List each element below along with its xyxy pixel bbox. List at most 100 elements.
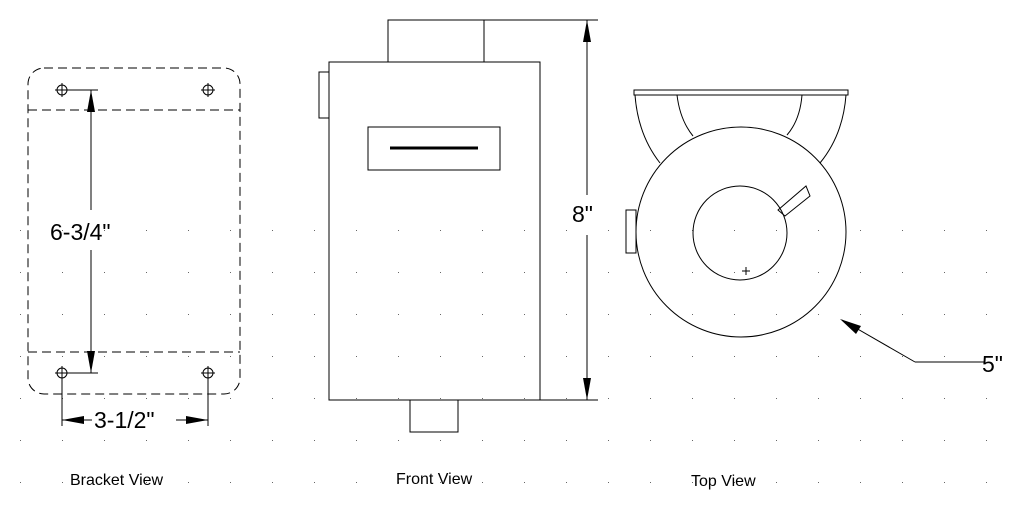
grid-dot [944, 440, 945, 441]
grid-dot [314, 440, 315, 441]
grid-dots [20, 230, 987, 483]
grid-dot [734, 314, 735, 315]
grid-dot [860, 440, 861, 441]
grid-dot [62, 272, 63, 273]
bracket-arc-left [634, 94, 661, 164]
top-view: 5" Top View [625, 89, 1003, 490]
grid-dot [776, 440, 777, 441]
grid-dot [272, 482, 273, 483]
grid-dot [608, 314, 609, 315]
grid-dot [398, 482, 399, 483]
grid-dot [818, 314, 819, 315]
grid-dot [860, 398, 861, 399]
height-dimension [62, 89, 98, 374]
grid-dot [776, 272, 777, 273]
grid-dot [734, 272, 735, 273]
grid-dot [566, 230, 567, 231]
grid-dot [776, 230, 777, 231]
grid-dot [146, 482, 147, 483]
grid-dot [692, 398, 693, 399]
grid-dot [608, 482, 609, 483]
grid-dot [314, 356, 315, 357]
grid-dot [482, 272, 483, 273]
grid-dot [146, 230, 147, 231]
grid-dot [860, 356, 861, 357]
grid-dot [188, 230, 189, 231]
grid-dot [398, 398, 399, 399]
grid-dot [356, 230, 357, 231]
grid-dot [482, 440, 483, 441]
display-slot [367, 126, 501, 171]
grid-dot [356, 272, 357, 273]
port-key [777, 185, 811, 217]
diameter-leader [840, 319, 985, 363]
front-height-label: 8" [572, 201, 593, 227]
grid-dot [146, 356, 147, 357]
grid-dot [188, 398, 189, 399]
grid-dot [608, 230, 609, 231]
grid-dot [188, 356, 189, 357]
grid-dot [272, 230, 273, 231]
grid-dot [230, 272, 231, 273]
bracket-arc-inner-right [786, 94, 803, 136]
grid-dot [986, 482, 987, 483]
grid-dot [230, 356, 231, 357]
inner-port-circle [692, 185, 788, 281]
grid-dot [566, 482, 567, 483]
grid-dot [608, 356, 609, 357]
housing-body [328, 61, 541, 401]
grid-dot [776, 356, 777, 357]
grid-dot [902, 398, 903, 399]
grid-dot [104, 272, 105, 273]
grid-dot [482, 356, 483, 357]
grid-dot [818, 230, 819, 231]
grid-dot [776, 314, 777, 315]
grid-dot [944, 356, 945, 357]
grid-dot [818, 356, 819, 357]
grid-dot [566, 272, 567, 273]
grid-dot [104, 314, 105, 315]
grid-dot [860, 230, 861, 231]
grid-dot [314, 314, 315, 315]
grid-dot [986, 230, 987, 231]
grid-dot [356, 482, 357, 483]
grid-dot [860, 272, 861, 273]
grid-dot [692, 272, 693, 273]
grid-dot [440, 230, 441, 231]
grid-dot [20, 230, 21, 231]
grid-dot [734, 482, 735, 483]
bottom-fitting [409, 399, 459, 433]
grid-dot [440, 314, 441, 315]
bracket-view-label: Bracket View [70, 472, 164, 489]
grid-dot [650, 272, 651, 273]
grid-dot [272, 398, 273, 399]
grid-dot [986, 440, 987, 441]
grid-dot [650, 314, 651, 315]
grid-dot [650, 440, 651, 441]
grid-dot [356, 356, 357, 357]
grid-dot [692, 356, 693, 357]
grid-dot [146, 398, 147, 399]
width-dimension [61, 373, 209, 426]
grid-dot [440, 272, 441, 273]
grid-dot [524, 230, 525, 231]
grid-dot [776, 398, 777, 399]
bracket-arc-inner-left [676, 94, 694, 137]
grid-dot [272, 440, 273, 441]
grid-dot [986, 356, 987, 357]
height-dimension [484, 19, 598, 401]
side-tab [625, 209, 637, 254]
grid-dot [104, 482, 105, 483]
grid-dot [944, 314, 945, 315]
grid-dot [818, 482, 819, 483]
grid-dot [482, 314, 483, 315]
top-view-label: Top View [691, 473, 756, 490]
grid-dot [650, 398, 651, 399]
grid-dot [440, 356, 441, 357]
outer-housing-circle [635, 126, 847, 338]
grid-dot [524, 356, 525, 357]
grid-dot [272, 272, 273, 273]
grid-dot [20, 398, 21, 399]
front-view: 8" Front View [318, 19, 598, 488]
grid-dot [146, 440, 147, 441]
